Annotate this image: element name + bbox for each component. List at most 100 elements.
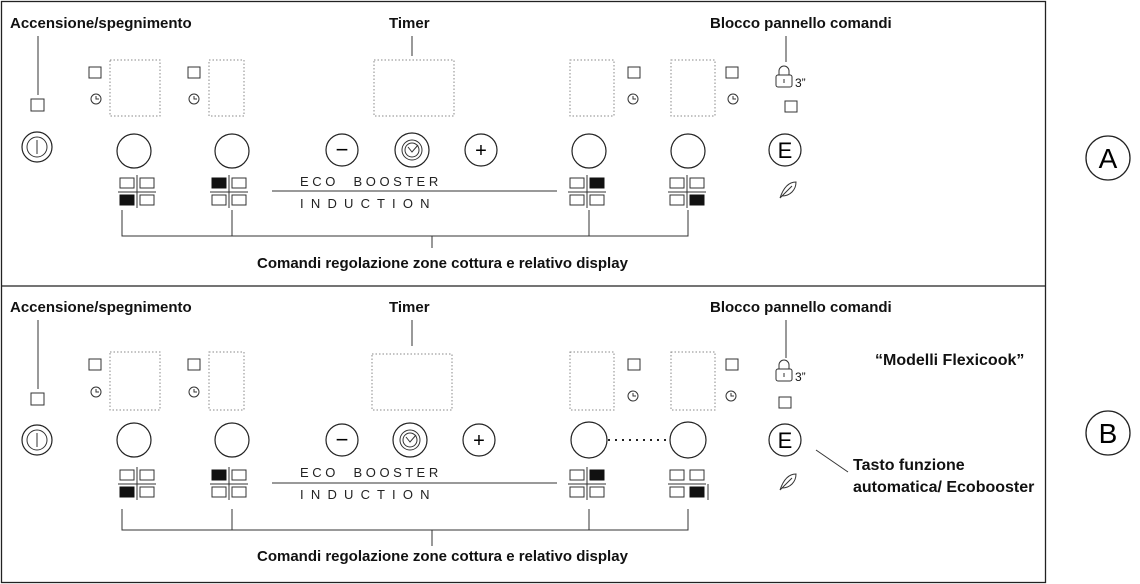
- induction-text: I N D U C T I O N: [300, 487, 430, 502]
- zone-2-display: [208, 59, 245, 117]
- indicator-square-off: [569, 469, 585, 481]
- label-zones: Comandi regolazione zone cottura e relat…: [257, 548, 629, 565]
- induction-text: I N D U C T I O N: [300, 196, 430, 211]
- indicator-square-on: [589, 177, 605, 189]
- zone-4-knob[interactable]: [669, 421, 707, 459]
- indicator-square-on: [119, 486, 135, 498]
- indicator-square-on: [119, 194, 135, 206]
- indicator-square-off: [669, 194, 685, 206]
- timer-display: [373, 59, 455, 117]
- power-indicator-led: [30, 392, 45, 406]
- power-indicator-led: [30, 98, 45, 112]
- zone-1-display: [109, 59, 161, 117]
- e-key-label: E: [778, 138, 793, 163]
- eco-booster-text: E C O B O O S T E R: [300, 465, 438, 480]
- indicator-square-off: [589, 486, 605, 498]
- zone-1-display: [109, 351, 161, 411]
- zone-4-indicator-grid: [668, 469, 709, 500]
- indicator-square-off: [669, 486, 685, 498]
- power-button[interactable]: [21, 131, 53, 163]
- zone-3-led: [627, 66, 641, 79]
- panel-b-letter: B: [1099, 418, 1118, 449]
- indicator-square-on: [211, 177, 227, 189]
- zone-1-knob[interactable]: [116, 422, 152, 458]
- panel-b: Accensione/spegnimento Timer Blocco pann…: [10, 299, 1131, 565]
- lock-icon: [775, 65, 793, 88]
- zone-3-display: [569, 351, 615, 411]
- zone-3-led: [627, 358, 641, 371]
- plus-icon: +: [473, 430, 485, 452]
- eco-function-button[interactable]: E: [768, 423, 802, 457]
- e-key-label: E: [778, 428, 793, 453]
- zone-4-knob[interactable]: [670, 133, 706, 169]
- zone-3-knob[interactable]: [571, 133, 607, 169]
- zone-4-led: [725, 66, 739, 79]
- label-lock: Blocco pannello comandi: [710, 299, 892, 316]
- timer-minus-button[interactable]: −: [325, 423, 359, 457]
- eco-booster-text: E C O B O O S T E R: [300, 174, 438, 189]
- eco-function-button[interactable]: E: [768, 133, 802, 167]
- clock-icon: [401, 139, 423, 161]
- timer-display: [371, 353, 453, 411]
- clock-icon: [399, 429, 421, 451]
- label-flexicook: “Modelli Flexicook”: [875, 352, 1024, 369]
- lock-indicator-led: [778, 396, 792, 409]
- timer-plus-button[interactable]: +: [462, 423, 496, 457]
- indicator-square-off: [139, 486, 155, 498]
- zone-2-led: [187, 358, 201, 371]
- zone-2-display: [208, 351, 245, 411]
- zone-3-indicator-grid: [568, 467, 606, 500]
- indicator-square-off: [139, 177, 155, 189]
- zone-1-indicator-grid: [118, 467, 156, 500]
- lock-indicator-led: [784, 100, 798, 113]
- zone-4-display: [670, 59, 716, 117]
- lock-time-label: 3”: [795, 370, 806, 384]
- indicator-square-off: [211, 194, 227, 206]
- timer-button[interactable]: [394, 132, 430, 168]
- zone-1-indicator-grid: [118, 175, 156, 208]
- zone-2-led: [187, 66, 201, 79]
- zone-3-knob[interactable]: [570, 421, 608, 459]
- zone-1-timer-icon: [90, 93, 102, 105]
- label-zones: Comandi regolazione zone cottura e relat…: [257, 255, 629, 272]
- timer-plus-button[interactable]: +: [464, 133, 498, 167]
- zone-2-knob[interactable]: [214, 422, 250, 458]
- power-button[interactable]: [21, 424, 53, 456]
- indicator-square-off: [139, 194, 155, 206]
- zone-1-led: [88, 66, 102, 79]
- indicator-square-off: [689, 177, 705, 189]
- indicator-square-off: [569, 177, 585, 189]
- indicator-square-on: [689, 194, 705, 206]
- zone-3-timer-icon: [627, 93, 639, 105]
- zone-indicator-grids: [118, 467, 709, 500]
- indicator-square-off: [689, 469, 705, 481]
- indicator-square-off: [669, 469, 685, 481]
- minus-icon: −: [336, 137, 349, 162]
- label-timer: Timer: [389, 15, 430, 32]
- timer-button[interactable]: [392, 422, 428, 458]
- zone-2-indicator-grid: [210, 175, 248, 208]
- zones-bracket: [121, 210, 689, 248]
- indicator-square-off: [231, 177, 247, 189]
- leaf-icon: [779, 473, 797, 491]
- indicator-square-off: [139, 469, 155, 481]
- minus-icon: −: [336, 427, 349, 452]
- zone-3-indicator-grid: [568, 175, 606, 208]
- indicator-square-off: [231, 194, 247, 206]
- timer-minus-button[interactable]: −: [325, 133, 359, 167]
- leaf-icon: [779, 181, 797, 199]
- zone-1-knob[interactable]: [116, 133, 152, 169]
- zone-4-display: [670, 351, 716, 411]
- zone-2-timer-icon: [188, 386, 200, 398]
- label-eco-function-1: Tasto funzione: [853, 457, 965, 474]
- indicator-square-off: [569, 194, 585, 206]
- zones-bracket: [121, 509, 689, 546]
- leader-eco-function: [815, 449, 849, 473]
- indicator-square-off: [669, 177, 685, 189]
- zone-1-timer-icon: [90, 386, 102, 398]
- label-timer: Timer: [389, 299, 430, 316]
- zone-2-knob[interactable]: [214, 133, 250, 169]
- indicator-square-off: [119, 177, 135, 189]
- label-power: Accensione/spegnimento: [10, 299, 192, 316]
